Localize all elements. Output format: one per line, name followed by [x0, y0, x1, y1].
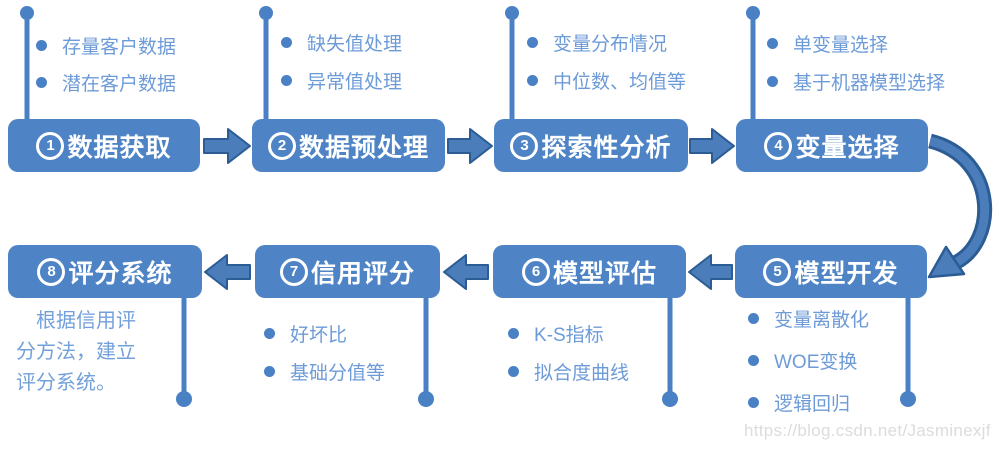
bullet-item: 基于机器模型选择 — [767, 70, 946, 94]
connector-dot-icon — [259, 6, 273, 20]
bullet-item: 存量客户数据 — [36, 34, 177, 58]
bullet-label: 单变量选择 — [793, 34, 889, 56]
bullet-label: 基础分值等 — [290, 362, 386, 384]
bullet-label: 潜在客户数据 — [62, 73, 177, 95]
bullet-dot-icon — [767, 37, 778, 49]
bullet-label: 变量离散化 — [774, 309, 870, 331]
curved-arrow-head — [927, 245, 966, 279]
bullet-label: 拟合度曲线 — [534, 362, 630, 384]
flow-arrow-left-icon — [688, 254, 733, 290]
step-number-badge: 3 — [510, 131, 539, 160]
bullet-item: 基础分值等 — [264, 360, 386, 384]
bullet-item: 拟合度曲线 — [508, 360, 630, 384]
step-box-4: 4 变量选择 — [736, 119, 928, 172]
curved-arrow-body — [928, 136, 990, 268]
bullet-dot-icon — [264, 365, 275, 377]
step-box-5: 5 模型开发 — [735, 245, 927, 298]
bullet-label: 变量分布情况 — [553, 33, 668, 55]
connector-dot-icon — [662, 391, 678, 407]
watermark: https://blog.csdn.net/Jasminexjf — [744, 421, 991, 440]
step-box-1: 1 数据获取 — [8, 119, 200, 172]
bullet-label: 好坏比 — [290, 324, 348, 346]
top-connector-1 — [20, 6, 34, 122]
bullet-dot-icon — [748, 312, 759, 324]
step-number-badge: 4 — [764, 131, 793, 160]
bullet-dot-icon — [281, 74, 292, 86]
bottom-connector-5 — [900, 296, 916, 407]
flow-arrow-right-icon — [203, 128, 251, 164]
connector-dot-icon — [505, 6, 519, 20]
top-connector-3 — [505, 6, 519, 122]
flow-arrow-left-icon — [204, 254, 251, 290]
bullet-item: 单变量选择 — [767, 32, 889, 56]
step-box-7: 7 信用评分 — [255, 245, 440, 298]
step-number-badge: 2 — [267, 131, 296, 160]
step-8-note: 根据信用评 分方法，建立 评分系统。 — [16, 310, 136, 394]
bullet-item: WOE变换 — [748, 349, 858, 373]
top-connector-4 — [746, 6, 760, 122]
bullet-label: 缺失值处理 — [307, 33, 403, 55]
bullet-label: WOE变换 — [774, 351, 858, 373]
step-number-badge: 6 — [521, 257, 550, 286]
step-title: 评分系统 — [68, 259, 173, 288]
bottom-connector-8 — [176, 296, 192, 407]
bullet-item: 潜在客户数据 — [36, 71, 177, 95]
step-title: 信用评分 — [310, 259, 415, 288]
bullet-item: 中位数、均值等 — [527, 69, 687, 93]
bullet-dot-icon — [36, 39, 47, 51]
step-box-3: 3 探索性分析 — [494, 119, 688, 172]
bullet-dot-icon — [264, 327, 275, 339]
bullet-label: 异常值处理 — [307, 71, 403, 93]
step-title: 模型评估 — [552, 259, 657, 288]
bullet-item: 缺失值处理 — [281, 31, 403, 55]
bullet-dot-icon — [527, 74, 538, 86]
bullet-item: 异常值处理 — [281, 69, 403, 93]
connector-dot-icon — [746, 6, 760, 20]
step-number-badge: 1 — [36, 131, 65, 160]
bullet-item: 变量离散化 — [748, 307, 870, 331]
bottom-connector-6 — [662, 296, 678, 407]
bullet-dot-icon — [508, 365, 519, 377]
step-box-6: 6 模型评估 — [493, 245, 686, 298]
bullet-label: 存量客户数据 — [62, 36, 177, 58]
step-number-badge: 5 — [763, 257, 792, 286]
bottom-connector-7 — [418, 296, 434, 407]
top-connector-2 — [259, 6, 273, 122]
flow-arrow-right-icon — [689, 128, 735, 164]
bullet-dot-icon — [36, 76, 47, 88]
connector-dot-icon — [900, 391, 916, 407]
bullet-dot-icon — [748, 354, 759, 366]
bullet-item: 好坏比 — [264, 322, 348, 346]
connector-dot-icon — [20, 6, 34, 20]
bullet-label: K-S指标 — [534, 324, 604, 346]
bullet-label: 逻辑回归 — [774, 393, 851, 415]
bullet-label: 基于机器模型选择 — [793, 72, 946, 94]
step-number-badge: 7 — [279, 257, 308, 286]
step-title: 模型开发 — [794, 259, 899, 288]
bullet-dot-icon — [767, 75, 778, 87]
bullet-dot-icon — [281, 36, 292, 48]
curved-arrow-icon — [927, 133, 993, 279]
connector-dot-icon — [418, 391, 434, 407]
step-box-8: 8 评分系统 — [8, 245, 202, 298]
step-title: 变量选择 — [795, 133, 900, 162]
flow-arrow-right-icon — [447, 128, 493, 164]
connector-dot-icon — [176, 391, 192, 407]
step-number-badge: 8 — [37, 257, 66, 286]
bullet-label: 中位数、均值等 — [553, 71, 687, 93]
bullet-dot-icon — [748, 396, 759, 408]
step-title: 数据获取 — [67, 133, 172, 162]
bullet-dot-icon — [508, 327, 519, 339]
step-title: 探索性分析 — [541, 133, 672, 162]
flow-arrow-left-icon — [443, 254, 489, 290]
bullet-item: K-S指标 — [508, 322, 604, 346]
bullet-dot-icon — [527, 36, 538, 48]
step-box-2: 2 数据预处理 — [252, 119, 445, 172]
bullet-item: 变量分布情况 — [527, 31, 668, 55]
bullet-item: 逻辑回归 — [748, 391, 851, 415]
step-title: 数据预处理 — [298, 133, 429, 162]
